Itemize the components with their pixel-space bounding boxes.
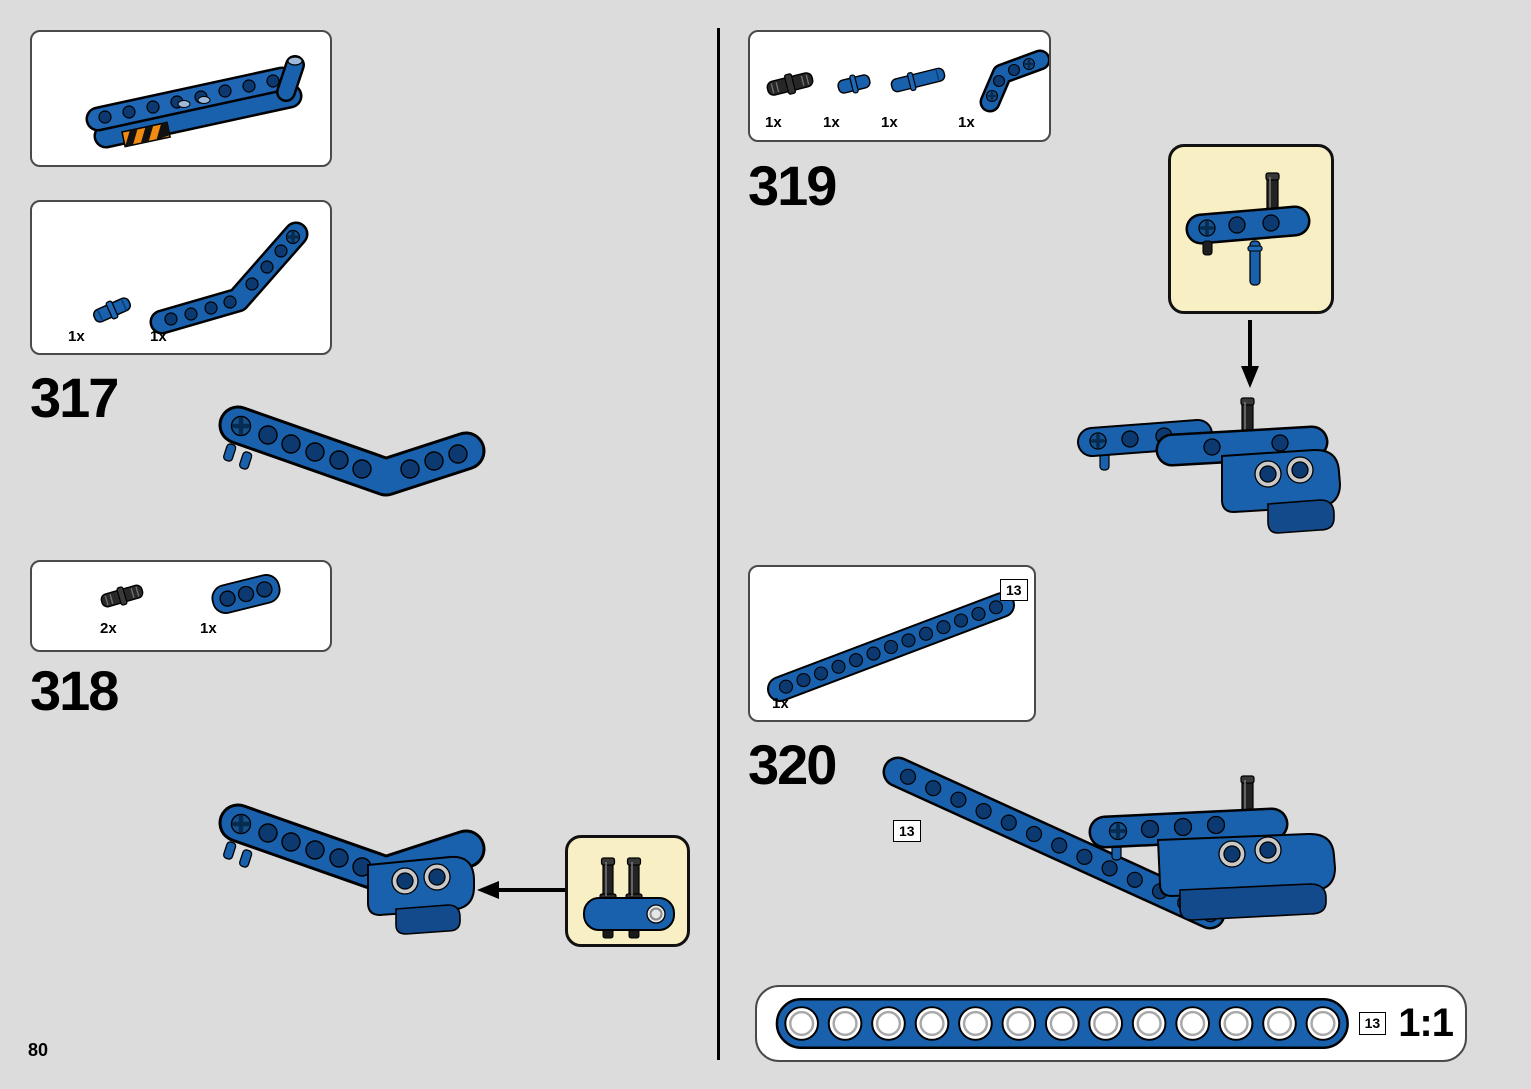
parts-317-image: [93, 221, 309, 335]
step-318-assembly-image: [218, 803, 486, 935]
beam-holes: [784, 1006, 1341, 1041]
callout-319: [1168, 144, 1334, 314]
black-friction-pin-icon: [766, 72, 814, 96]
beam-holes: [778, 600, 1004, 694]
parts-box-318: 2x 1x: [30, 560, 332, 652]
parts-box-320: 13 1x: [748, 565, 1036, 722]
qty-label: 1x: [68, 328, 85, 345]
beam-length-badge: 13: [1000, 579, 1028, 602]
column-divider: [717, 28, 720, 1060]
beam-holes: [899, 768, 1219, 923]
step-number-320: 320: [748, 733, 837, 796]
black-pin-icon: [599, 857, 617, 901]
blue-long-pin-icon: [890, 67, 946, 93]
step-number-319: 319: [748, 154, 837, 217]
qty-label: 1x: [772, 695, 789, 712]
qty-label: 1x: [823, 114, 840, 131]
previous-assembly-image: [85, 55, 305, 149]
beam-length-badge: 13: [893, 820, 921, 843]
qty-label: 1x: [765, 114, 782, 131]
parts-319-image: [766, 49, 1049, 113]
callout-319-subassembly-image: [1185, 172, 1311, 286]
qty-label: 1x: [150, 328, 167, 345]
page-number: 80: [28, 1040, 49, 1060]
step-number-318: 318: [30, 659, 119, 722]
black-pin-icon: [625, 857, 643, 901]
step-319-assembly-image: [1077, 397, 1342, 534]
beam-13-icon: [767, 592, 1015, 702]
blue-long-pin-icon: [1247, 240, 1263, 286]
bent-liftarm-icon: [149, 221, 309, 335]
parts-318-image: [100, 574, 281, 614]
beam-length-badge: 13: [1358, 1012, 1387, 1035]
blue-bent-liftarm-icon: [979, 49, 1049, 113]
previous-step-preview-box: [30, 30, 332, 167]
callout-318: [565, 835, 690, 947]
blue-3hole-beam-icon: [211, 574, 281, 614]
pin-end: [223, 443, 237, 462]
parts-box-317: 1x 1x: [30, 200, 332, 355]
scale-ruler-box: 13 1:1: [755, 985, 1467, 1062]
blue-pin-icon: [837, 74, 871, 94]
pin-end: [239, 451, 253, 470]
qty-label: 1x: [881, 114, 898, 131]
beam-13-scale-image: [775, 998, 1349, 1049]
callout-318-subassembly-image: [583, 857, 675, 939]
step-320-assembly-image: [882, 756, 1337, 930]
qty-label: 1x: [200, 620, 217, 637]
assembly-arrow-icon: [477, 881, 565, 899]
step-number-317: 317: [30, 366, 119, 429]
black-friction-pin-icon: [100, 584, 144, 608]
hazard-stripe-sticker: [121, 121, 172, 148]
parts-box-319: 1x 1x 1x 1x: [748, 30, 1051, 142]
qty-label: 2x: [100, 620, 117, 637]
assembly-arrow-icon: [1241, 320, 1259, 388]
qty-label: 1x: [958, 114, 975, 131]
scale-label: 1:1: [1398, 1001, 1454, 1045]
blue-pin-icon: [93, 297, 131, 323]
step-317-assembly-image: [218, 405, 486, 497]
